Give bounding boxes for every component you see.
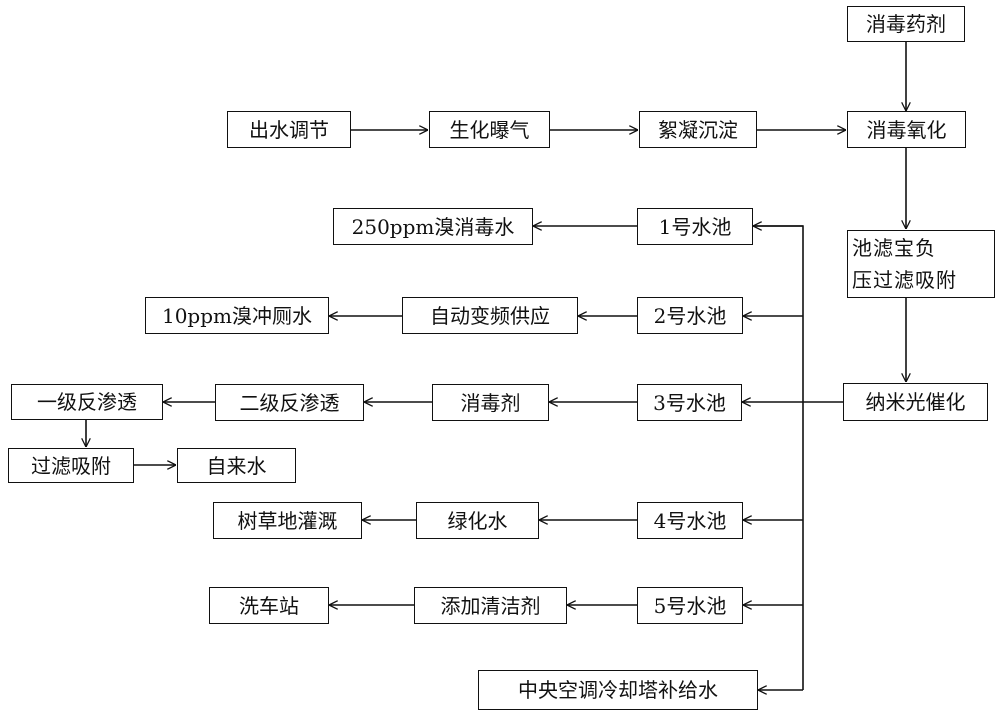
node-toilet-flush-10ppm: 10ppm溴冲厕水 <box>145 297 329 334</box>
node-pool-4: 4号水池 <box>637 502 743 539</box>
node-disinfectant: 消毒剂 <box>432 384 549 421</box>
node-lawn-irrigation: 树草地灌溉 <box>213 502 362 539</box>
node-pool-3: 3号水池 <box>637 384 742 421</box>
node-pool-2: 2号水池 <box>637 297 743 334</box>
node-first-ro: 一级反渗透 <box>11 384 163 420</box>
node-second-ro: 二级反渗透 <box>215 384 364 421</box>
node-car-wash: 洗车站 <box>209 587 329 624</box>
node-pool-1: 1号水池 <box>637 208 753 245</box>
node-cooling-tower: 中央空调冷却塔补给水 <box>478 670 758 710</box>
node-disinfection-oxidation: 消毒氧化 <box>847 111 966 148</box>
node-auto-vfd-supply: 自动变频供应 <box>402 297 578 334</box>
node-nano-photocatalysis: 纳米光催化 <box>843 383 988 421</box>
node-flocculation: 絮凝沉淀 <box>639 111 757 148</box>
node-disinfectant-agent: 消毒药剂 <box>847 6 965 42</box>
node-greening-water: 绿化水 <box>416 502 539 539</box>
node-filter-adsorb: 过滤吸附 <box>8 448 134 483</box>
node-tap-water: 自来水 <box>177 448 296 483</box>
node-pool-5: 5号水池 <box>637 587 743 624</box>
node-bio-aeration: 生化曝气 <box>429 111 550 148</box>
node-disinfect-water-250ppm: 250ppm溴消毒水 <box>333 208 533 245</box>
node-outlet-adjust: 出水调节 <box>227 111 351 148</box>
node-negative-pressure-filter: 池滤宝负 压过滤吸附 <box>847 230 995 298</box>
node-add-detergent: 添加清洁剂 <box>414 587 567 624</box>
distribution-trunk <box>743 225 804 690</box>
